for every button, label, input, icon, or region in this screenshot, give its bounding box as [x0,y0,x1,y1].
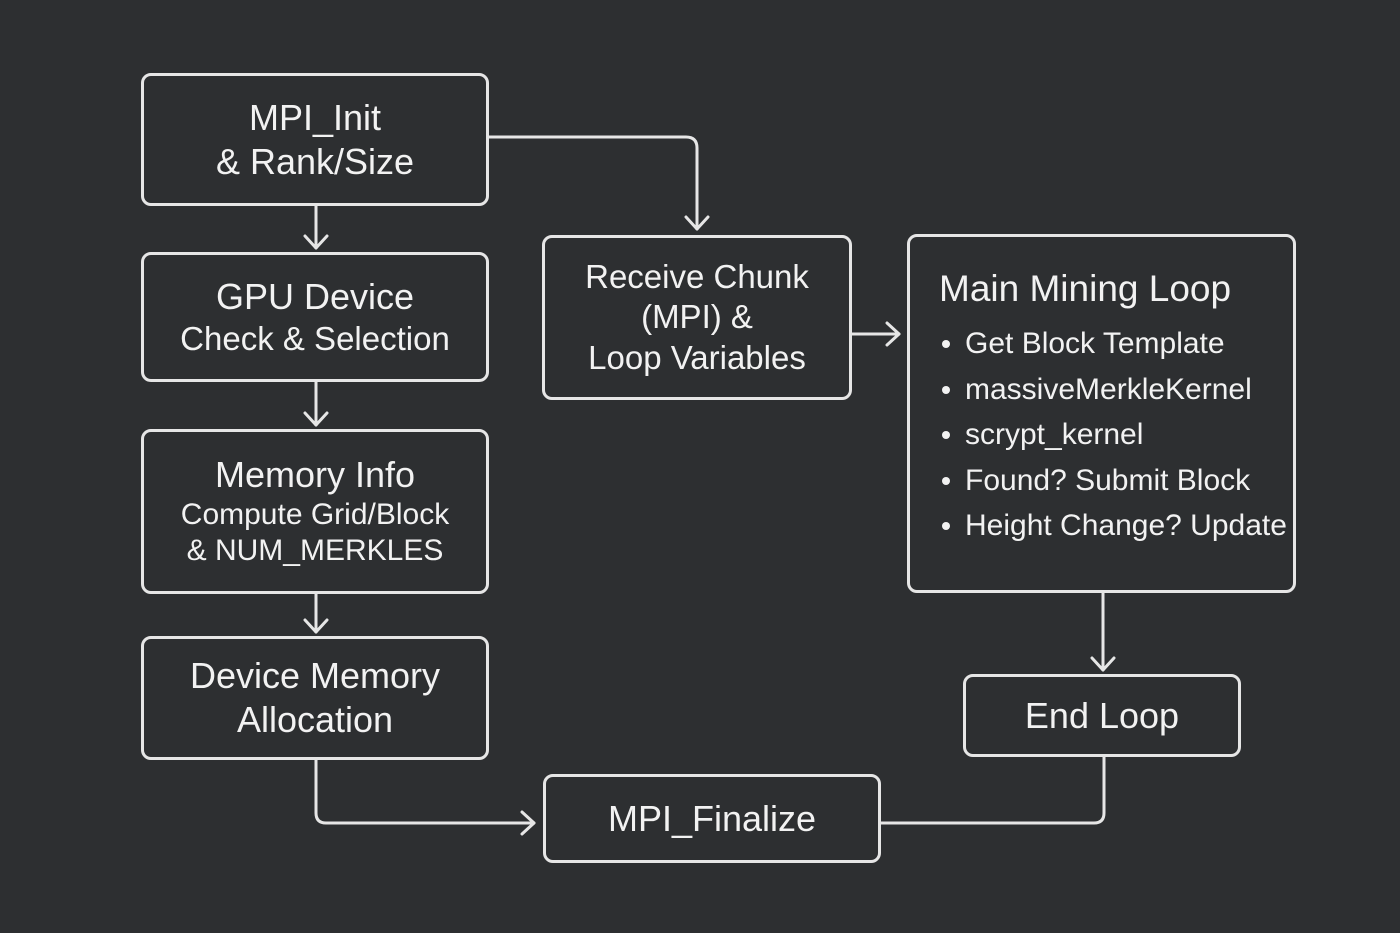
bullet-icon [942,385,950,394]
node-label: MPI_Init [248,96,382,138]
edge-init-to-gpu [303,204,329,250]
loop-step-item: scrypt_kernel [939,412,1287,458]
gpu-device-check-node: GPU Device Check & Selection [141,252,489,382]
loop-step-item: Found? Submit Block [939,458,1287,504]
loop-step-label: massiveMerkleKernel [965,372,1252,406]
bullet-icon [942,340,950,349]
node-heading: Main Mining Loop [939,268,1232,309]
bullet-icon [942,476,950,485]
edge-memory-to-alloc [303,592,329,634]
node-label: Allocation [236,699,394,740]
node-label: Device Memory [189,655,441,697]
memory-info-node: Memory Info Compute Grid/Block & NUM_MER… [141,429,489,594]
edge-alloc-to-finalize [314,758,536,836]
edge-endloop-to-finalize [879,755,1106,825]
loop-step-label: Get Block Template [965,327,1225,361]
bullet-icon [942,522,950,531]
loop-step-list: Get Block Template massiveMerkleKernel s… [939,321,1287,549]
node-label: Memory Info [214,453,416,495]
mpi-finalize-node: MPI_Finalize [543,774,881,863]
node-label: GPU Device [215,275,415,317]
loop-step-item: massiveMerkleKernel [939,367,1287,413]
node-label: (MPI) & [641,298,753,336]
node-label: End Loop [1024,694,1180,736]
edge-init-to-receive [487,135,710,231]
node-label: MPI_Finalize [607,797,817,839]
edge-receive-to-main [850,321,901,347]
bullet-icon [942,431,950,440]
edge-gpu-to-memory [303,380,329,427]
device-memory-allocation-node: Device Memory Allocation [141,636,489,760]
loop-step-label: Height Change? Update [965,509,1287,543]
main-mining-loop-node: Main Mining Loop Get Block Template mass… [907,234,1296,593]
loop-step-label: Found? Submit Block [965,463,1251,497]
node-label: Check & Selection [180,319,450,357]
node-label: Receive Chunk [585,258,809,296]
node-label: Loop Variables [588,338,806,376]
loop-step-label: scrypt_kernel [965,418,1144,452]
edge-main-to-endloop [1090,591,1116,672]
loop-step-item: Height Change? Update [939,503,1287,549]
node-label: & NUM_MERKLES [186,534,444,568]
mpi-init-node: MPI_Init & Rank/Size [141,73,489,206]
node-label: & Rank/Size [215,140,415,182]
receive-chunk-node: Receive Chunk (MPI) & Loop Variables [542,235,852,400]
loop-step-item: Get Block Template [939,321,1287,367]
end-loop-node: End Loop [963,674,1241,757]
node-label: Compute Grid/Block [180,497,450,531]
